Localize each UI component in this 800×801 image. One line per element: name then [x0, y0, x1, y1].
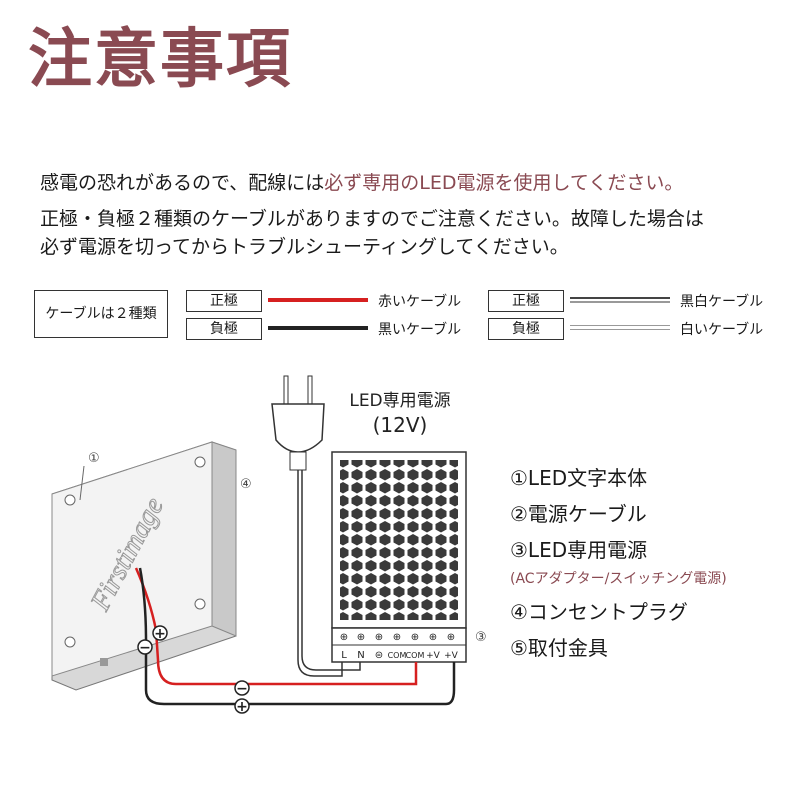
white-cable-top: [570, 325, 670, 326]
black-white-cable-top: [570, 297, 670, 299]
power-plug: [271, 375, 361, 677]
legend-item-2: ②電源ケーブル: [510, 502, 647, 526]
terminal-ground: ⊜: [375, 650, 383, 661]
red-cable-sample: [268, 298, 368, 302]
note-line-3: 必ず電源を切ってからトラブルシューティングしてください。: [40, 236, 569, 258]
sign-plus-mark: +: [154, 626, 166, 642]
legend-item-4: ④コンセントプラグ: [510, 600, 688, 624]
legend-item-3-sub: (ACアダプター/スイッチング電源): [510, 571, 727, 587]
terminal-N: N: [357, 650, 364, 661]
cable-types-header: ケーブルは２種類: [34, 290, 168, 338]
terminal-v-2: +V: [444, 651, 459, 661]
note-line-1-highlight: 必ず専用のLED電源を使用してください。: [324, 172, 684, 194]
led-sign-panel: Firstimage: [51, 441, 237, 691]
svg-text:⊕: ⊕: [393, 632, 401, 643]
legend-item-1: ①LED文字本体: [510, 466, 648, 490]
cable-desc-1: 赤いケーブル: [378, 294, 462, 310]
terminal-com-1: COM: [388, 651, 407, 660]
cable-desc-4: 白いケーブル: [680, 322, 764, 338]
callout-4: ④: [240, 477, 252, 492]
note-line-1: 感電の恐れがあるので、配線には必ず専用のLED電源を使用してください。: [40, 172, 683, 195]
power-supply: [331, 451, 467, 663]
wire-minus-mark: −: [236, 681, 248, 697]
white-cable-bottom: [570, 329, 670, 330]
note-line-1-text: 感電の恐れがあるので、配線には: [40, 172, 325, 194]
page-title: 注意事項: [28, 23, 292, 97]
svg-text:⊕: ⊕: [375, 632, 383, 643]
cable-pole-label-2: 負極: [186, 318, 262, 340]
terminal-v-1: +V: [426, 651, 441, 661]
cable-pole-label-1: 正極: [186, 290, 262, 312]
black-cable-sample: [268, 326, 368, 330]
callout-1: ①: [88, 451, 100, 466]
note-line-2: 正極・負極２種類のケーブルがありますのでご注意ください。故障した場合は: [40, 208, 704, 230]
legend-item-3: ③LED専用電源: [510, 538, 648, 562]
cable-pole-label-3: 正極: [488, 290, 564, 312]
callout-3: ③: [475, 630, 487, 645]
sign-minus-mark: −: [139, 640, 151, 656]
svg-text:⊕: ⊕: [411, 632, 419, 643]
cable-pole-label-4: 負極: [488, 318, 564, 340]
black-wire: [138, 567, 456, 706]
black-white-cable-bottom: [570, 301, 670, 303]
wire-plus-mark: +: [236, 699, 248, 715]
svg-text:⊕: ⊕: [357, 632, 365, 643]
cable-desc-2: 黒いケーブル: [378, 322, 462, 338]
svg-text:⊕: ⊕: [340, 632, 348, 643]
psu-title: LED専用電源: [349, 391, 450, 411]
svg-text:⊕: ⊕: [447, 632, 455, 643]
psu-voltage: (12V): [373, 413, 428, 437]
terminal-L: L: [341, 650, 347, 661]
terminal-labels: ⊕ ⊕ ⊕ ⊕ ⊕ ⊕ ⊕ L N ⊜ COM COM +V +V: [340, 632, 459, 661]
terminal-com-2: COM: [406, 651, 425, 660]
cable-desc-3: 黒白ケーブル: [680, 294, 764, 310]
legend-item-5: ⑤取付金具: [510, 636, 608, 660]
svg-text:⊕: ⊕: [429, 632, 437, 643]
